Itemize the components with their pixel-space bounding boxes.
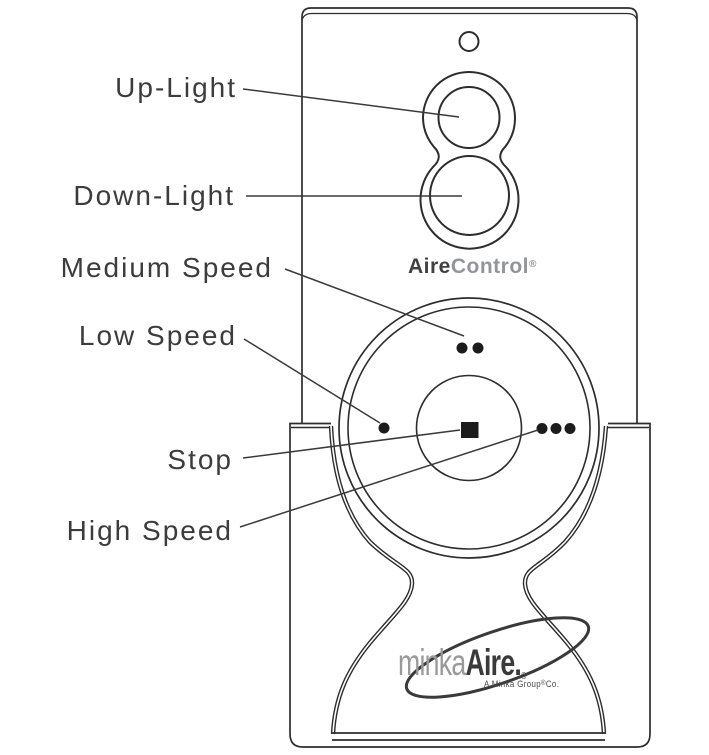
brand-registered-mark: ® [529,259,537,270]
leader-line-medium-speed [284,268,465,337]
medium-speed-dot-2 [472,342,484,354]
logo-aire-text: Aire [465,642,515,683]
light-buttons-outer-outline [419,71,520,250]
tagline-text-pre: A Minka Group [484,679,541,689]
stop-button-square [461,422,479,438]
callout-up-light: Up-Light [115,72,237,103]
high-speed-dot-1 [536,423,548,434]
logo-minkaaire: minkaAire.® [398,644,526,696]
dial-inner-ring [347,306,591,550]
logo-swoosh [404,616,591,699]
high-speed-dot-2 [550,423,562,434]
led-indicator [458,31,480,52]
remote-body-top-inner-edge [301,12,638,22]
stop-button-circle [415,374,523,482]
logo-tagline: A Minka Group®Co. [484,678,559,690]
tagline-text-post: Co. [545,679,560,689]
brand-aire-text: Aire [408,255,451,278]
leader-line-low-speed [243,338,381,424]
cradle-left-wall-gap [330,425,413,735]
high-speed-dot-3 [564,423,576,434]
leader-line-stop [242,429,461,459]
brand-control-text: Control [450,255,530,278]
callout-low-speed: Low Speed [78,320,237,351]
low-speed-dot [378,422,390,434]
cradle-right-wall-gap [524,425,607,735]
callout-stop: Stop [167,444,233,475]
up-light-button [437,86,501,149]
logo-minka-text: minka [398,642,466,683]
logo-registered-mark: ® [521,671,526,682]
dial-outer-ring [338,297,600,559]
callout-high-speed: High Speed [66,515,233,546]
logo-period: . [514,642,522,683]
brand-airecontrol: AireControl® [408,253,537,279]
medium-speed-dot-1 [456,342,468,354]
leader-line-up-light [242,88,460,118]
callout-medium-speed: Medium Speed [60,252,273,283]
tagline-registered-mark: ® [540,680,546,687]
leader-line-high-speed [239,429,539,528]
cradle-outline [289,422,651,748]
remote-body-outline [301,7,638,424]
callout-down-light: Down-Light [73,180,235,211]
